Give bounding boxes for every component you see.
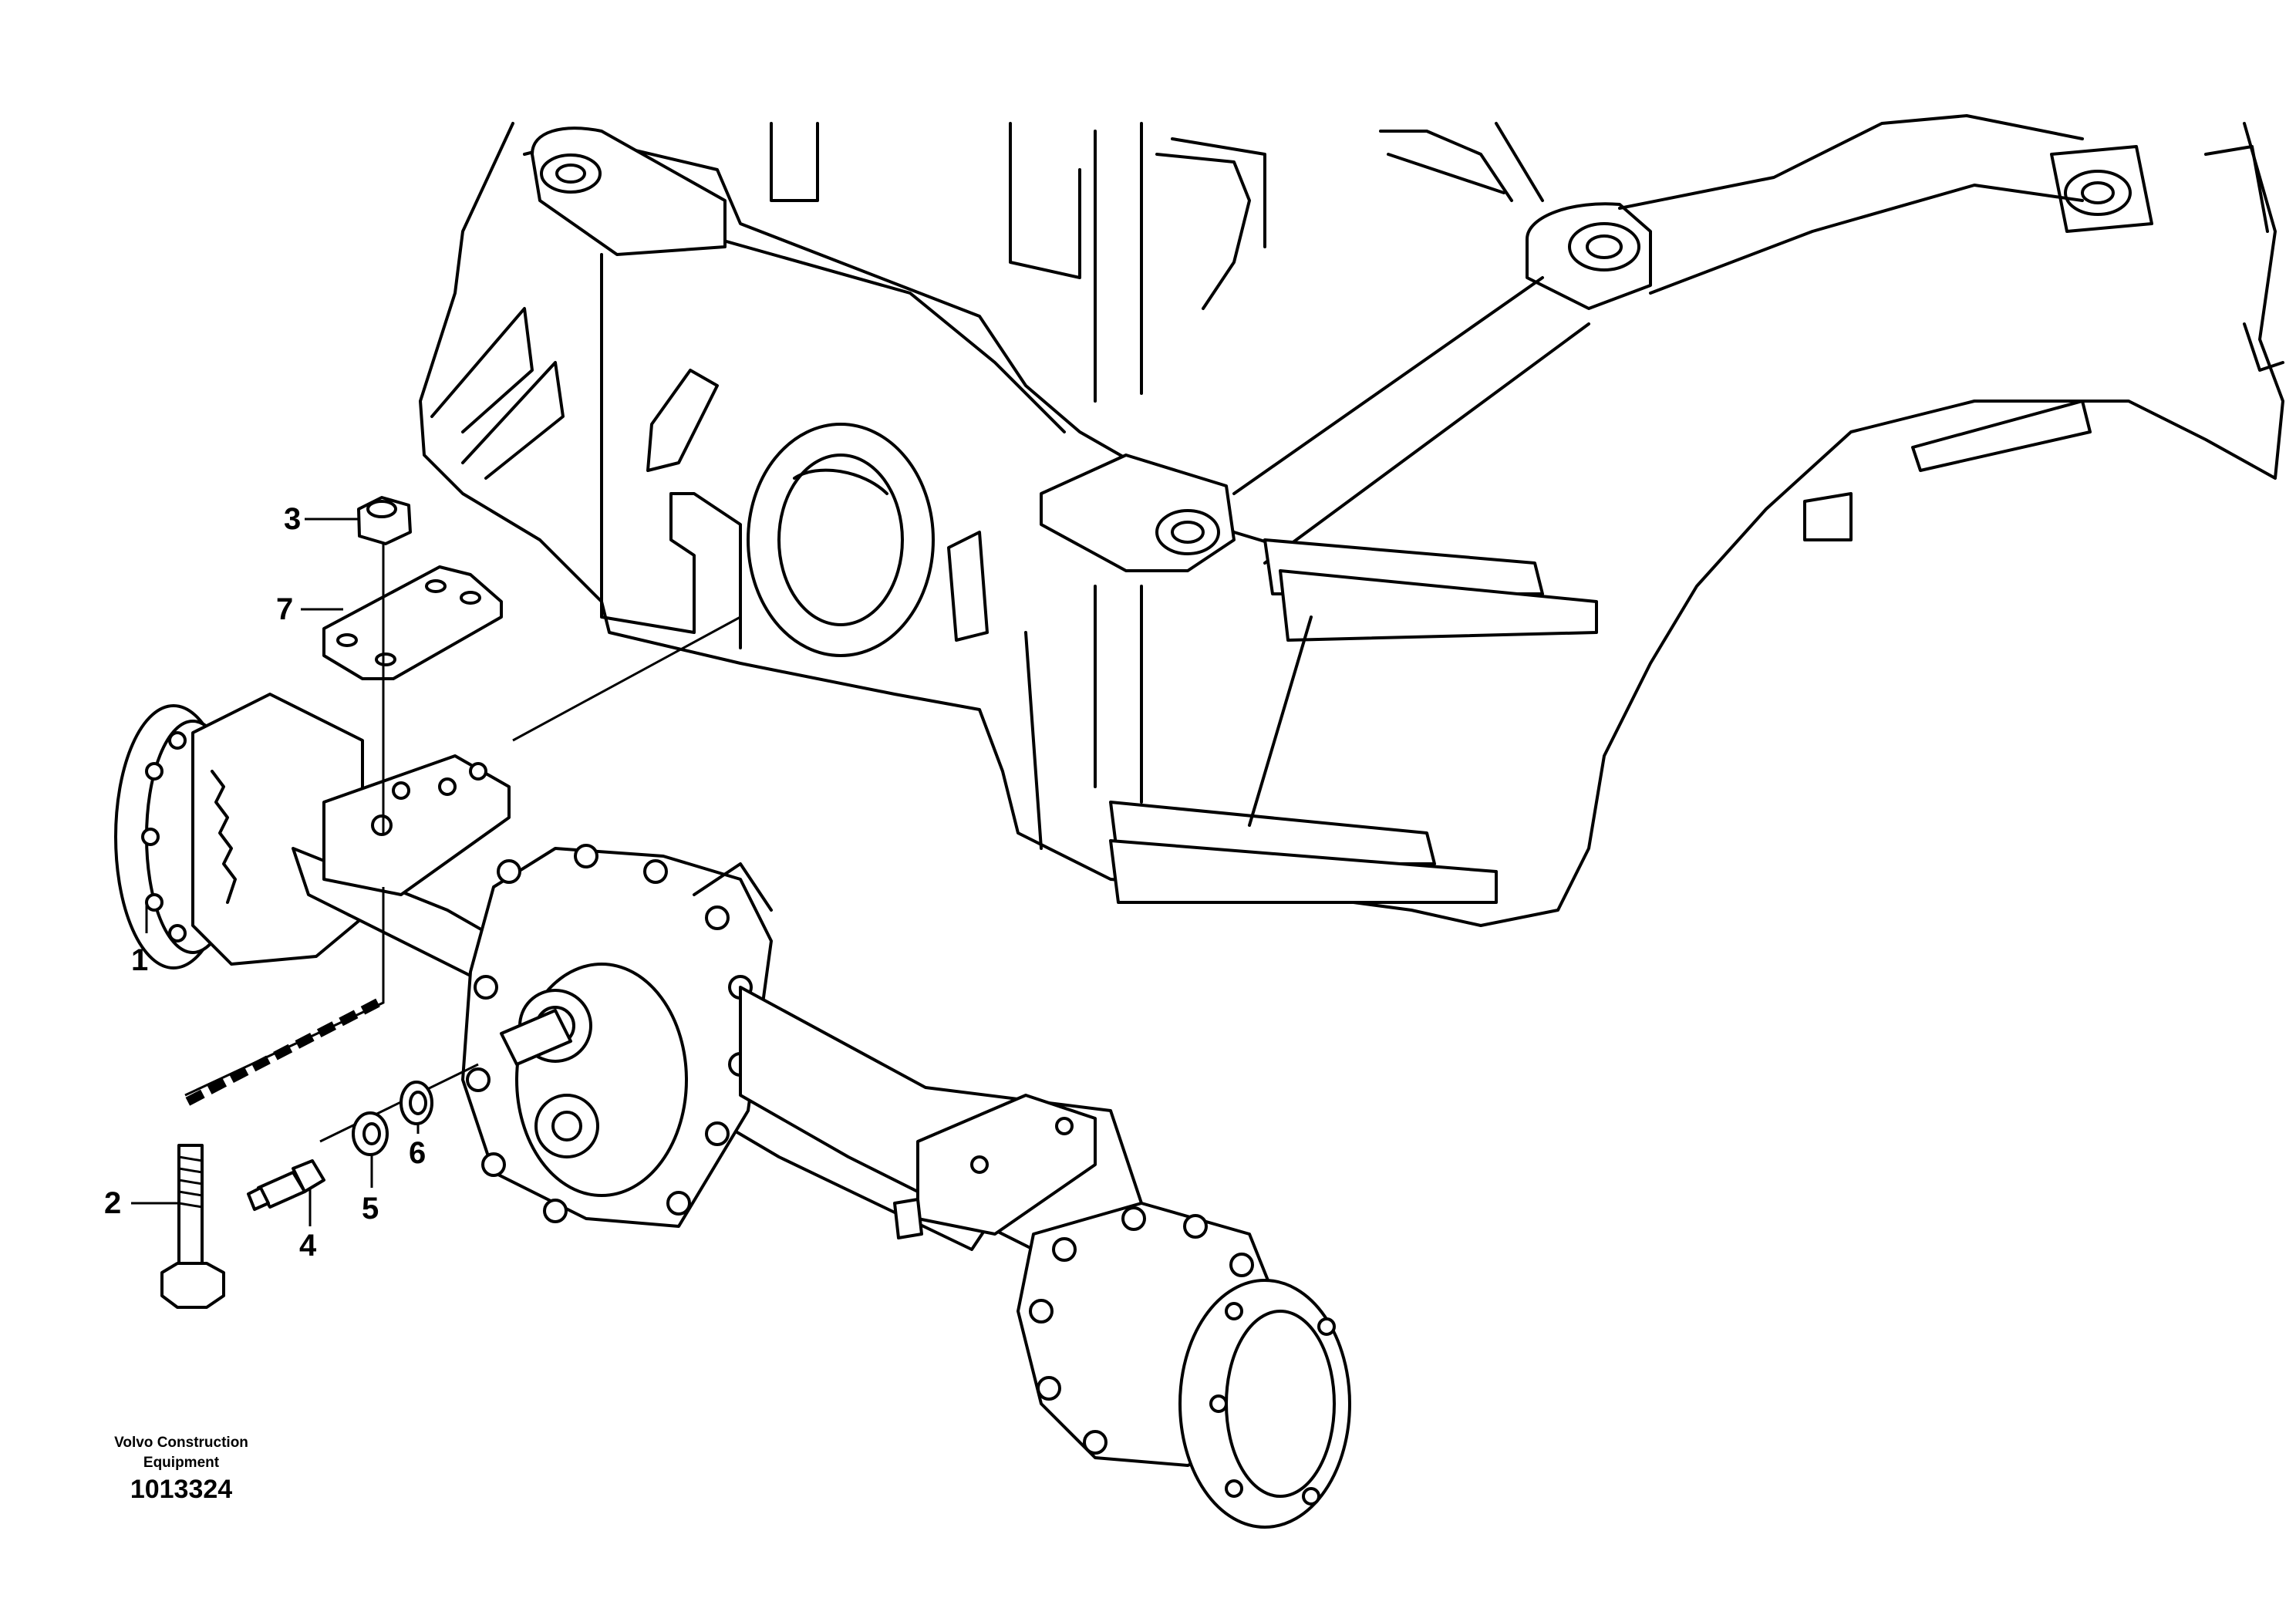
callout-label-1: 1 [131,943,148,977]
assembly-lines [183,544,479,1143]
brand-line-1: Volvo Construction [114,1435,248,1451]
machine-frame [419,114,2284,927]
brand-caption: Volvo Construction Equipment [77,1433,285,1473]
callout-6: 6 [409,1124,426,1170]
callout-2: 2 [104,1186,179,1220]
image-number: 1013324 [130,1475,233,1504]
plate-part-7 [322,565,503,680]
brand-line-2: Equipment [143,1455,220,1471]
axle-assembly [114,693,1351,1529]
callout-label-5: 5 [362,1192,379,1226]
callout-4: 4 [299,1188,317,1263]
callout-7: 7 [276,592,343,626]
callout-label-6: 6 [409,1136,426,1170]
fitting-part-4 [247,1159,325,1211]
callout-label-2: 2 [104,1186,121,1220]
callout-3: 3 [284,502,359,536]
callout-5: 5 [362,1155,379,1226]
callout-label-7: 7 [276,592,293,626]
callout-label-3: 3 [284,502,301,536]
callout-1: 1 [131,902,148,977]
callout-label-4: 4 [299,1229,317,1263]
nut-part-5 [352,1111,389,1156]
nut-part-3 [357,496,412,545]
bolt-part-2 [160,1144,225,1309]
washer-part-6 [400,1081,433,1125]
